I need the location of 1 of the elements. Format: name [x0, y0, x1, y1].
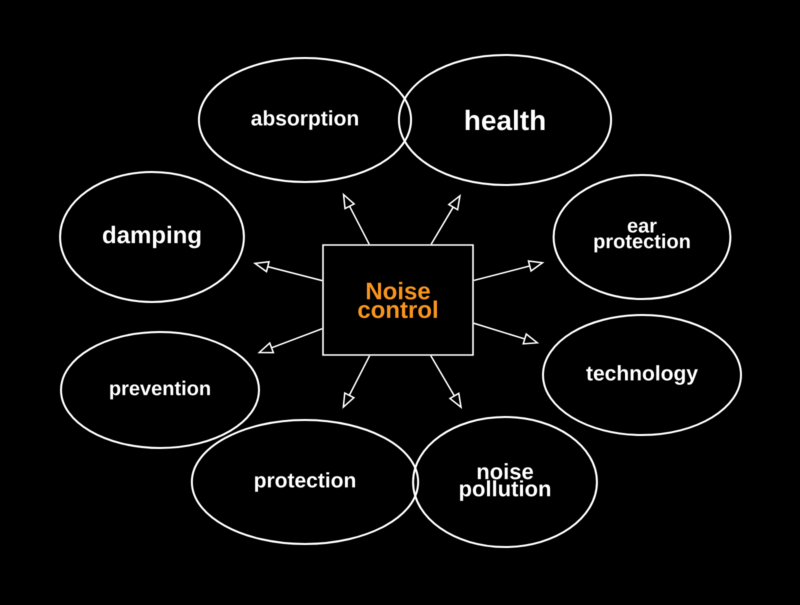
topic-box: Noise control: [322, 244, 474, 356]
